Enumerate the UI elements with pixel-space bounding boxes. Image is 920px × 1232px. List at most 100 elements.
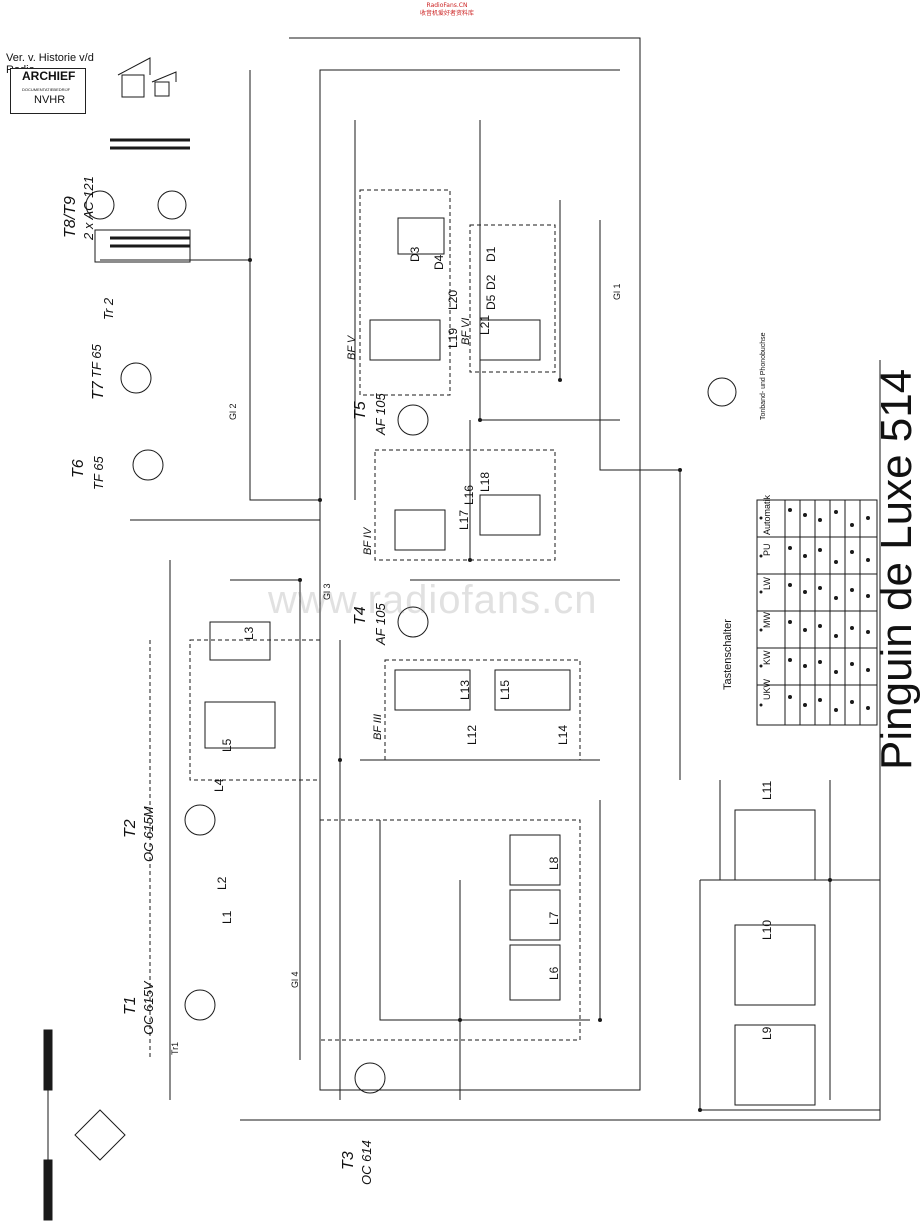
key-mw[interactable]: MW: [762, 612, 772, 628]
coil-l21: L21: [478, 314, 492, 335]
t4-label: T4: [352, 606, 369, 625]
transistor-icon: [184, 804, 216, 836]
radiofans-watermark: www.radiofans.cn: [268, 578, 598, 622]
t4-type: AF 105: [373, 603, 388, 645]
coil-l10: L10: [760, 919, 774, 940]
coil-l14: L14: [556, 724, 570, 745]
t2-label: T2: [122, 819, 139, 838]
coil-l9: L9: [760, 1026, 774, 1040]
antenna-icon: [43, 1159, 53, 1221]
coil-l13: L13: [458, 679, 472, 700]
diode-d3: D3: [408, 246, 422, 262]
t3-label: T3: [340, 1151, 357, 1170]
transistor-icon: [354, 1062, 386, 1094]
connector-heading: Tonband- und Phonobuchse: [760, 332, 767, 420]
diode-d2: D2: [484, 274, 498, 290]
coil-block-l13: [394, 669, 471, 711]
coil-block-l10: [734, 924, 816, 1006]
coil-l1: L1: [220, 910, 234, 924]
coil-l6: L6: [547, 966, 561, 980]
diode-d1: D1: [484, 246, 498, 262]
t5-type: AF 105: [373, 393, 388, 435]
t6-type: TF 65: [91, 456, 106, 490]
coil-l4: L4: [212, 778, 226, 792]
diode-gl1: Gl 1: [612, 283, 622, 300]
stamp-nvhr: NVHR: [34, 94, 66, 106]
din-socket-icon: [707, 377, 737, 407]
coil-block-l16: [479, 494, 541, 536]
page-title: Pinguin de Luxe 514: [872, 368, 920, 770]
speaker-icon: [154, 81, 170, 97]
coil-block-l11: [734, 809, 816, 881]
coil-l19: L19: [446, 327, 460, 348]
coil-block-l21: [479, 319, 541, 361]
coil-l16: L16: [462, 484, 476, 505]
coil-block-l9: [734, 1024, 816, 1106]
diode-d5: D5: [484, 294, 498, 310]
coil-block-l17: [394, 509, 446, 551]
tr1-label: Tr1: [170, 1041, 180, 1055]
coil-block-l19: [369, 319, 441, 361]
t89-type: 2 x AC 121: [81, 176, 96, 240]
stamp-doc: DOCUMENTATIEBEDRIJF: [22, 87, 71, 92]
t89-label: T8/T9: [62, 196, 79, 238]
coil-block-l6: [509, 944, 561, 1001]
key-pu[interactable]: PU: [762, 543, 772, 556]
diode-gl4: Gl 4: [290, 971, 300, 988]
coil-l12: L12: [465, 724, 479, 745]
coil-block-l8: [509, 834, 561, 886]
site-watermark: RadioFans.CN 收音机爱好者资料库: [420, 2, 474, 18]
key-ukw[interactable]: UKW: [762, 679, 772, 700]
site-line2: 收音机爱好者资料库: [420, 10, 475, 17]
bf3-label: BF III: [372, 713, 384, 740]
coil-l8: L8: [547, 856, 561, 870]
key-lw[interactable]: LW: [762, 577, 772, 590]
coil-block-d3: [397, 217, 445, 255]
coil-l5: L5: [220, 738, 234, 752]
key-kw[interactable]: KW: [762, 650, 772, 666]
switch-panel-dots: [759, 508, 870, 712]
coil-block-l5: [204, 701, 276, 749]
transistor-icon: [157, 190, 187, 220]
diode-d4: D4: [432, 254, 446, 270]
transistor-icon: [132, 449, 164, 481]
t7-type: TF 65: [89, 344, 104, 378]
diode-gl2: Gl 2: [228, 403, 238, 420]
antenna-icon: [43, 1029, 53, 1091]
stamp-archief: ARCHIEF: [22, 69, 76, 83]
audio-bus: [249, 70, 320, 501]
t1-label: T1: [122, 996, 139, 1015]
right-bus: [240, 360, 881, 1121]
t1-type: OC 615V: [141, 981, 156, 1035]
transistor-icon: [85, 190, 115, 220]
bf6-label: BF VI: [460, 317, 472, 345]
transistor-icon: [184, 989, 216, 1021]
coil-l11: L11: [760, 780, 774, 800]
archive-stamp: Ver. v. Historie v/d Radio ARCHIEF DOCUM…: [0, 50, 120, 116]
coil-block-l15: [494, 669, 571, 711]
coil-l3: L3: [242, 626, 256, 640]
diode-gl3: Gl 3: [322, 583, 332, 600]
coil-l7: L7: [547, 911, 561, 925]
bf4-label: BF IV: [362, 527, 374, 555]
stamp-box: [10, 68, 86, 114]
t3-type: OC 614: [359, 1140, 374, 1185]
speaker-icon: [121, 74, 145, 98]
coil-l15: L15: [498, 679, 512, 700]
bf5-label: BF V: [346, 335, 358, 360]
t2-type: OC 615M: [141, 806, 156, 862]
transistor-icon: [397, 606, 429, 638]
coil-l20: L20: [446, 289, 460, 310]
tr2-label: Tr 2: [101, 297, 116, 320]
switch-panel-heading: Tastenschalter: [722, 619, 734, 690]
t5-label: T5: [352, 401, 369, 420]
coil-l2: L2: [215, 876, 229, 890]
supply-bus: [289, 37, 641, 1091]
switch-panel-grid: [756, 499, 878, 726]
t6-label: T6: [70, 459, 87, 478]
key-automatik[interactable]: Automatik: [762, 494, 772, 535]
site-line1: RadioFans.CN: [426, 2, 468, 9]
coil-block-l3: [209, 621, 271, 661]
